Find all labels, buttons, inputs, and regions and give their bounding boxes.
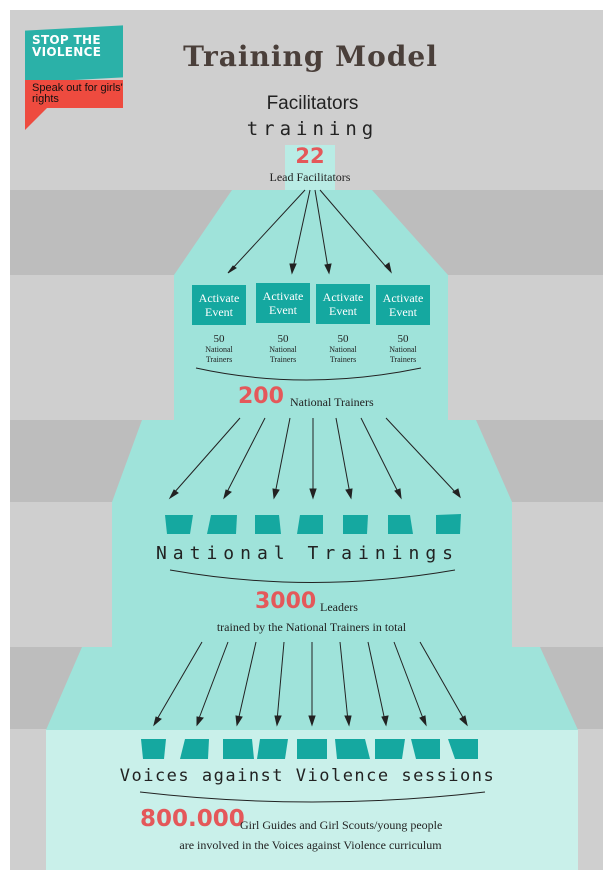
logo-subtitle: Speak out for girls' rights bbox=[32, 82, 123, 105]
national-trainers-label: National Trainers bbox=[290, 395, 374, 409]
participants-number: 800.000 bbox=[140, 806, 245, 832]
event-count: 50 National Trainers bbox=[372, 333, 434, 365]
header-line-2: training bbox=[246, 118, 379, 140]
header-line-1: Facilitators bbox=[266, 93, 359, 114]
leaders-number: 3000 bbox=[255, 589, 317, 614]
participants-sublabel: are involved in the Voices against Viole… bbox=[179, 838, 442, 852]
event-count-unit: National Trainers bbox=[329, 345, 357, 364]
voices-sessions-heading: Voices against Violence sessions bbox=[119, 766, 496, 786]
arrows-level-1 bbox=[227, 189, 392, 275]
bracket-level-2 bbox=[195, 367, 422, 381]
event-count-number: 50 bbox=[277, 333, 289, 345]
activate-event-card: Activate Event bbox=[376, 285, 430, 325]
event-count-number: 50 bbox=[213, 333, 225, 345]
event-count: 50 National Trainers bbox=[252, 333, 314, 365]
event-count: 50 National Trainers bbox=[312, 333, 374, 365]
event-count-number: 50 bbox=[337, 333, 349, 345]
event-count-number: 50 bbox=[397, 333, 409, 345]
event-count-unit: National Trainers bbox=[205, 345, 233, 364]
arrows-level-3 bbox=[153, 641, 468, 727]
national-trainers-number: 200 bbox=[238, 384, 284, 409]
page-title: Training Model bbox=[183, 40, 438, 73]
event-count-unit: National Trainers bbox=[269, 345, 297, 364]
top-block bbox=[285, 145, 335, 190]
activate-event-card: Activate Event bbox=[256, 283, 310, 323]
event-count: 50 National Trainers bbox=[188, 333, 250, 365]
leaders-sublabel: trained by the National Trainers in tota… bbox=[216, 620, 407, 634]
activate-event-card: Activate Event bbox=[192, 285, 246, 325]
bracket-level-3 bbox=[169, 569, 456, 583]
leaders-label: Leaders bbox=[320, 600, 358, 614]
national-trainings-heading: National Trainings bbox=[155, 543, 460, 564]
logo-title: STOP THE VIOLENCE bbox=[32, 33, 102, 59]
lead-facilitators-label: Lead Facilitators bbox=[269, 170, 351, 184]
event-count-unit: National Trainers bbox=[389, 345, 417, 364]
bracket-level-4 bbox=[139, 791, 486, 803]
activate-event-card: Activate Event bbox=[316, 284, 370, 324]
pyramid-shape bbox=[46, 145, 578, 870]
arrows-level-2 bbox=[168, 417, 461, 500]
logo-ribbon-tail bbox=[25, 108, 47, 130]
participants-label: Girl Guides and Girl Scouts/young people bbox=[240, 818, 443, 832]
logo-ribbon bbox=[25, 80, 123, 108]
lead-facilitators-number: 22 bbox=[295, 144, 325, 168]
session-cards-level-3 bbox=[165, 514, 461, 534]
session-cards-level-4 bbox=[141, 739, 478, 759]
